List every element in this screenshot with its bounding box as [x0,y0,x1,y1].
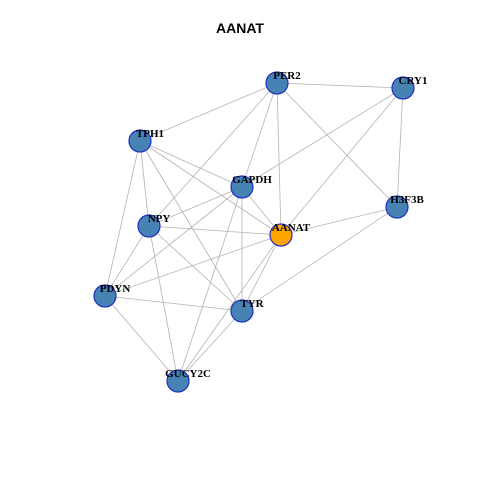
node-label-tph1: TPH1 [136,128,164,140]
node-label-h3f3b: H3F3B [390,194,424,206]
node-tyr[interactable] [230,299,254,323]
node-per2[interactable] [265,71,289,95]
graph-title: AANAT [216,20,264,36]
node-label-gapdh: GAPDH [232,174,272,186]
edge-tph1-pdyn [104,140,141,297]
edge-npy-aanat [148,225,282,236]
node-label-cry1: CRY1 [399,75,428,87]
node-cry1[interactable] [391,76,415,100]
node-aanat[interactable] [269,223,293,247]
edge-cry1-h3f3b [396,87,404,208]
edge-tyr-gucy2c [177,310,243,382]
edge-gapdh-gucy2c [177,186,243,382]
edge-cry1-gapdh [241,87,404,188]
edge-per2-tph1 [139,82,278,142]
node-label-pdyn: PDYN [100,283,131,295]
edge-aanat-pdyn [104,234,282,297]
edge-tph1-tyr [139,140,243,312]
edge-h3f3b-tyr [241,206,398,312]
node-layer [93,71,415,393]
edge-aanat-gucy2c [177,234,282,382]
edge-per2-h3f3b [276,82,398,208]
edge-gapdh-npy [148,186,243,227]
edge-pdyn-gucy2c [104,295,179,382]
node-pdyn[interactable] [93,284,117,308]
node-label-tyr: TYR [240,298,264,310]
edge-aanat-tyr [241,234,282,312]
edge-cry1-aanat [280,87,404,236]
edge-pdyn-tyr [104,295,243,312]
node-label-gucy2c: GUCY2C [165,368,211,380]
edge-per2-aanat [276,82,282,236]
edge-npy-pdyn [104,225,150,297]
edge-per2-npy [148,82,278,227]
edge-npy-tyr [148,225,243,312]
node-gapdh[interactable] [230,175,254,199]
edge-tph1-aanat [139,140,282,236]
node-tph1[interactable] [128,129,152,153]
edge-layer [104,82,404,382]
node-gucy2c[interactable] [166,369,190,393]
edge-gapdh-pdyn [104,186,243,297]
edge-npy-gucy2c [148,225,179,382]
node-npy[interactable] [137,214,161,238]
node-h3f3b[interactable] [385,195,409,219]
node-label-aanat: AANAT [272,222,311,234]
edge-h3f3b-aanat [280,206,398,236]
edge-per2-cry1 [276,82,404,89]
edge-per2-gapdh [241,82,278,188]
edge-tph1-gapdh [139,140,243,188]
node-label-per2: PER2 [273,70,301,82]
node-label-npy: NPY [148,213,171,225]
edge-tph1-npy [139,140,150,227]
